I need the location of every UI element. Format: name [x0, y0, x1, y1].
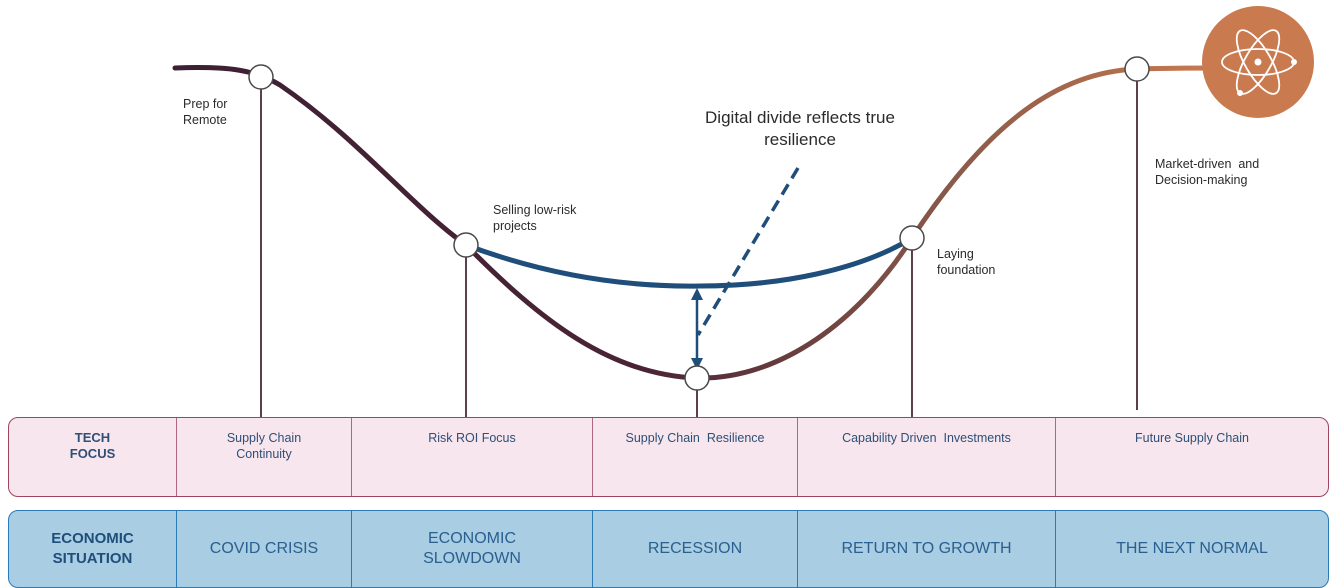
- milestone-circle-market: [1124, 56, 1150, 82]
- economic-situation-cell: COVID CRISIS: [177, 511, 352, 587]
- annotation-prep-remote: Prep for Remote: [183, 97, 228, 127]
- arrow-up-icon: [691, 288, 703, 300]
- economic-situation-cell: RECESSION: [593, 511, 798, 587]
- economic-situation-cell: RETURN TO GROWTH: [798, 511, 1056, 587]
- atom-icon: [1202, 6, 1314, 118]
- economic-situation-band: ECONOMIC SITUATION COVID CRISIS ECONOMIC…: [8, 510, 1329, 588]
- milestone-circle-foundation: [899, 225, 925, 251]
- arrow-down-icon: [691, 358, 703, 370]
- tech-focus-cell: Risk ROI Focus: [352, 418, 593, 496]
- milestone-circle-selling: [453, 232, 479, 258]
- economic-situation-header: ECONOMIC SITUATION: [9, 511, 177, 587]
- economic-situation-cell: THE NEXT NORMAL: [1116, 540, 1268, 557]
- tech-focus-band: TECH FOCUS Supply Chain Continuity Risk …: [8, 417, 1329, 497]
- tech-focus-cell: Supply Chain Resilience: [593, 418, 798, 496]
- economic-situation-cell: ECONOMIC SLOWDOWN: [352, 511, 593, 587]
- milestone-circle-recession: [684, 365, 710, 391]
- tech-focus-cell: Capability Driven Investments: [798, 418, 1056, 496]
- annotation-market-driven: Market-driven and Decision-making: [1155, 157, 1260, 187]
- resilience-curve: [463, 235, 915, 289]
- milestone-circle-prep-remote: [248, 64, 274, 90]
- tech-focus-cell: Future Supply Chain: [1135, 431, 1249, 445]
- annotation-digital-divide: Digital divide reflects true resilience: [705, 108, 895, 149]
- tech-focus-cell: Supply Chain Continuity: [177, 418, 352, 496]
- tech-focus-header: TECH FOCUS: [9, 418, 177, 496]
- annotation-laying-foundation: Laying foundation: [937, 247, 996, 277]
- annotation-selling-low-risk: Selling low-risk projects: [493, 203, 577, 233]
- digital-divide-pointer: [696, 167, 800, 336]
